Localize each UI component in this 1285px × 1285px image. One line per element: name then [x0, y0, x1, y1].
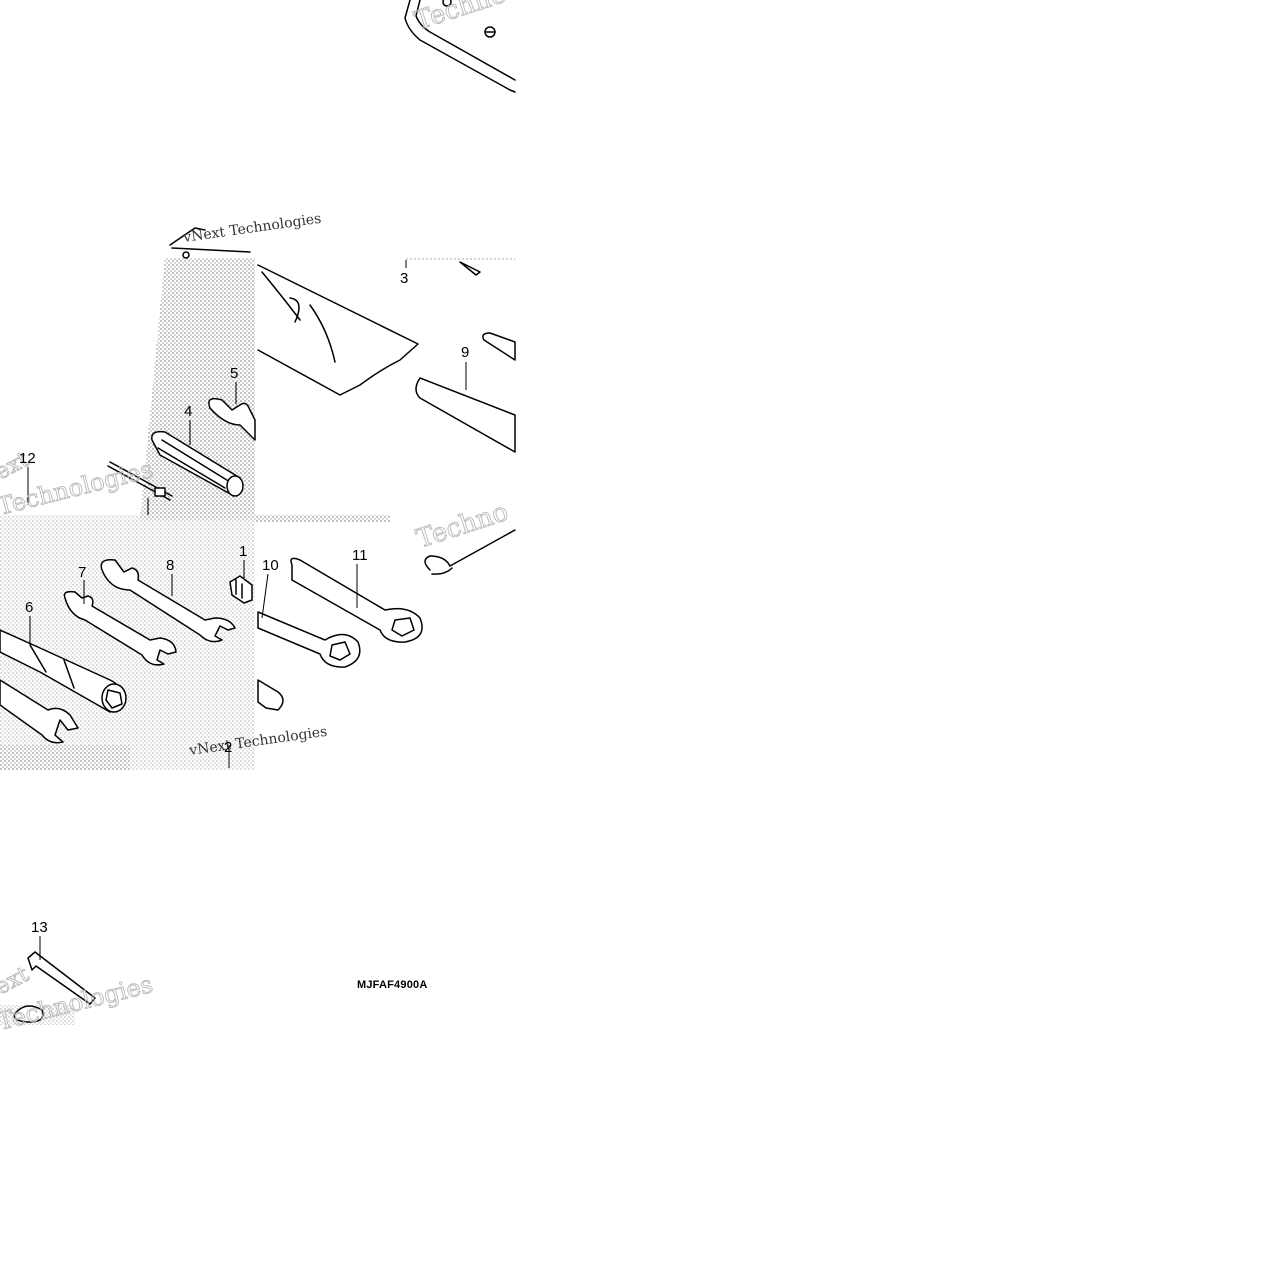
wrench-8-illustration — [100, 558, 236, 643]
callout-9: 9 — [461, 344, 469, 361]
screwdriver-handle-4-illustration — [151, 430, 244, 497]
callout-6: 6 — [25, 599, 33, 616]
callout-5: 5 — [230, 365, 238, 382]
wrench-7-illustration — [63, 590, 177, 666]
extension-bar-illustration — [257, 679, 284, 711]
tool-bag-top-illustration — [404, 0, 516, 93]
white-panel — [258, 260, 515, 515]
strap-loop-illustration — [424, 529, 516, 575]
watermark-text: ext — [0, 962, 33, 1000]
callout-11: 11 — [352, 547, 368, 564]
callout-7: 7 — [78, 564, 86, 581]
clip-1-illustration — [229, 575, 253, 604]
leader-lines — [27, 260, 467, 960]
grip-handle-illustration — [415, 332, 516, 453]
tool-bag-illustration — [169, 227, 481, 396]
callout-1: 1 — [239, 543, 247, 560]
callout-8: 8 — [166, 557, 174, 574]
callout-4: 4 — [184, 403, 192, 420]
socket-wrench-6-illustration — [0, 629, 127, 713]
figure-code: MJFAF4900A — [357, 979, 427, 991]
hex-key-13-illustration — [13, 951, 96, 1023]
callout-13: 13 — [31, 919, 48, 936]
watermark-text: vNext Technologies — [181, 211, 322, 246]
callout-12: 12 — [19, 450, 36, 467]
callout-labels: 3 9 5 4 12 1 11 10 8 7 6 2 13 — [19, 270, 469, 936]
callout-10: 10 — [262, 557, 279, 574]
wrench-5-illustration — [208, 397, 256, 441]
callout-3: 3 — [400, 270, 408, 287]
wrench-10-illustration — [257, 611, 361, 668]
screwdriver-shaft-illustration — [107, 461, 173, 501]
callout-2: 2 — [224, 739, 232, 756]
wrench-lower-illustration — [0, 679, 79, 744]
